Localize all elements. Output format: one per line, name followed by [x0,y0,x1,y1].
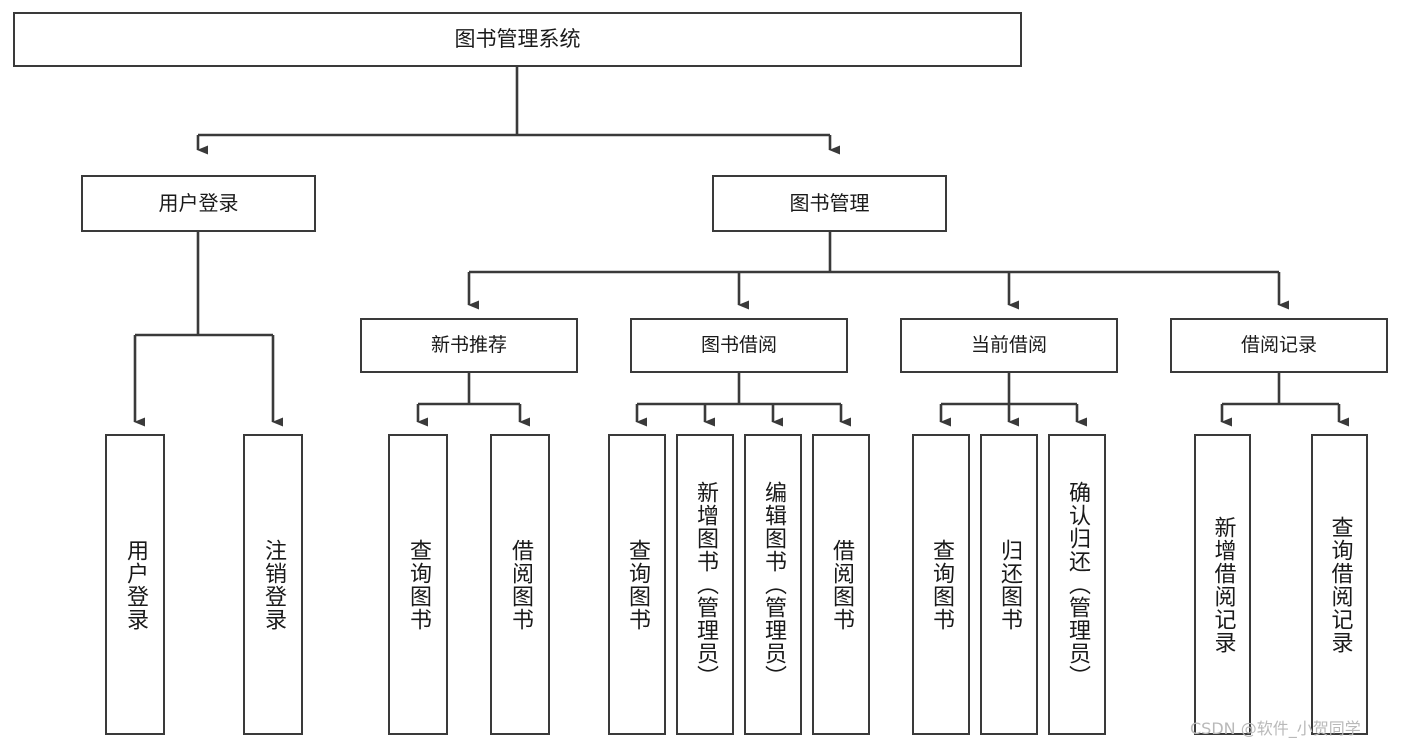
node-leaf-user-login-label: 用户登录 [123,538,148,631]
node-leaf-query-book-3-label: 查询图书 [929,538,954,631]
node-leaf-edit-book[interactable]: 编辑图书（管理员） [744,434,802,735]
node-leaf-add-record[interactable]: 新增借阅记录 [1194,434,1251,735]
node-root[interactable]: 图书管理系统 [13,12,1022,67]
node-new-book-recommend-label: 新书推荐 [430,334,507,357]
node-user-login-label: 用户登录 [158,190,239,215]
node-leaf-return-book-label: 归还图书 [997,538,1022,631]
node-book-borrow[interactable]: 图书借阅 [630,318,848,373]
node-leaf-confirm-return[interactable]: 确认归还（管理员） [1048,434,1106,735]
node-borrow-record[interactable]: 借阅记录 [1170,318,1388,373]
node-borrow-record-label: 借阅记录 [1240,334,1317,357]
node-leaf-borrow-book-2-label: 借阅图书 [829,538,854,631]
node-current-borrow[interactable]: 当前借阅 [900,318,1118,373]
node-leaf-borrow-book-1[interactable]: 借阅图书 [490,434,550,735]
node-leaf-query-book-2[interactable]: 查询图书 [608,434,666,735]
node-root-label: 图书管理系统 [454,27,581,52]
node-user-login[interactable]: 用户登录 [81,175,316,232]
node-leaf-query-book-2-label: 查询图书 [625,538,650,631]
node-leaf-query-record-label: 查询借阅记录 [1327,515,1353,654]
node-leaf-add-book[interactable]: 新增图书（管理员） [676,434,734,735]
node-leaf-user-login[interactable]: 用户登录 [105,434,165,735]
node-leaf-logout-label: 注销登录 [261,538,286,631]
node-leaf-confirm-return-label: 确认归还（管理员） [1065,481,1090,688]
node-leaf-borrow-book-2[interactable]: 借阅图书 [812,434,870,735]
node-leaf-query-record[interactable]: 查询借阅记录 [1311,434,1368,735]
node-leaf-query-book-1[interactable]: 查询图书 [388,434,448,735]
node-leaf-query-book-1-label: 查询图书 [406,538,431,631]
node-leaf-add-book-label: 新增图书（管理员） [693,481,718,688]
node-leaf-borrow-book-1-label: 借阅图书 [508,538,533,631]
node-current-borrow-label: 当前借阅 [970,334,1047,357]
node-leaf-add-record-label: 新增借阅记录 [1210,515,1236,654]
node-book-management[interactable]: 图书管理 [712,175,947,232]
node-book-borrow-label: 图书借阅 [700,334,777,357]
node-book-management-label: 图书管理 [789,190,870,215]
node-leaf-return-book[interactable]: 归还图书 [980,434,1038,735]
node-leaf-edit-book-label: 编辑图书（管理员） [761,481,786,688]
node-new-book-recommend[interactable]: 新书推荐 [360,318,578,373]
node-leaf-query-book-3[interactable]: 查询图书 [912,434,970,735]
node-leaf-logout[interactable]: 注销登录 [243,434,303,735]
